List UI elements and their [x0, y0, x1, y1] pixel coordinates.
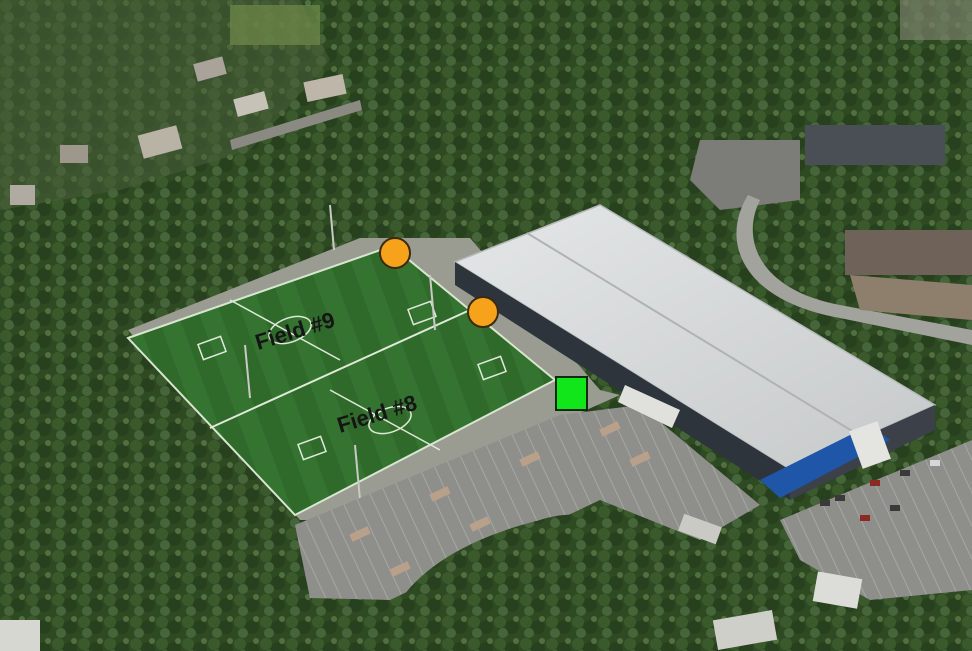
orange-circle-marker[interactable]	[467, 296, 499, 328]
orange-circle-marker[interactable]	[379, 237, 411, 269]
small-buildings	[0, 513, 863, 651]
residential-area	[0, 0, 362, 210]
parking-lot	[295, 405, 972, 600]
tree-cluster-left	[0, 300, 300, 651]
markers	[379, 237, 588, 411]
green-square-marker[interactable]	[555, 376, 588, 411]
school-complex	[690, 0, 972, 345]
tree-cluster	[380, 514, 780, 651]
indoor-facility	[453, 204, 937, 500]
